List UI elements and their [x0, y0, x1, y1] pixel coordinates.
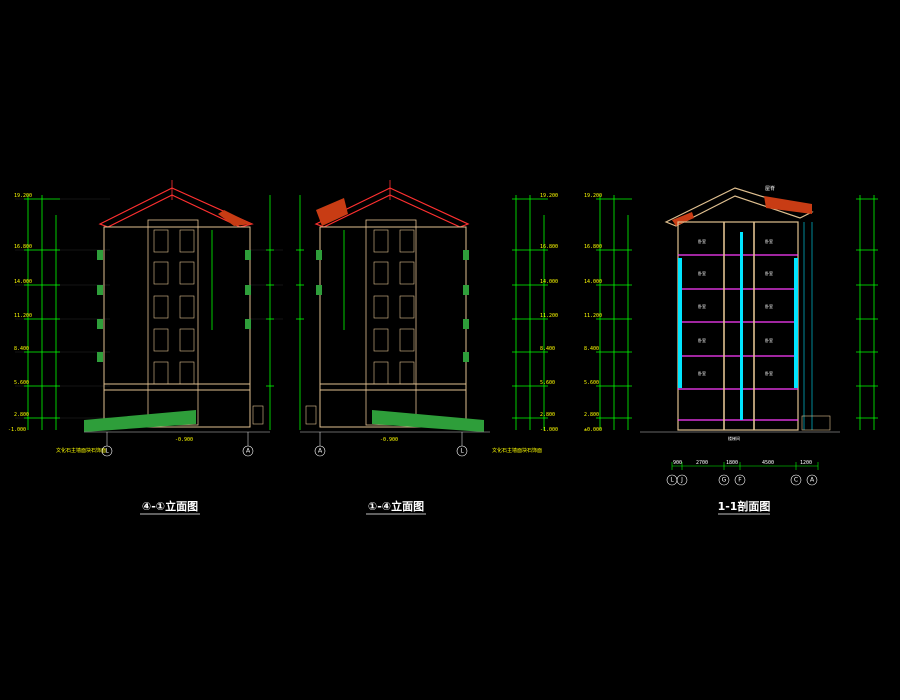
roof-tiles-middle: [316, 198, 348, 226]
elevation-middle: -0.900 文化石主墙面块石饰面 A L 19.200 16.800 14.0…: [296, 180, 558, 515]
svg-text:-1.000: -1.000: [8, 427, 26, 433]
svg-text:卧室: 卧室: [698, 270, 706, 276]
dimension-chain-middle: [299, 195, 545, 430]
svg-text:4500: 4500: [762, 460, 774, 466]
side-panels-left: [97, 250, 251, 362]
svg-text:卧室: 卧室: [765, 238, 773, 244]
svg-text:16.800: 16.800: [14, 244, 32, 250]
floor-slabs: [678, 254, 798, 421]
base-green-middle: [372, 410, 484, 432]
svg-text:楼梯间: 楼梯间: [728, 435, 740, 441]
svg-text:卧室: 卧室: [698, 238, 706, 244]
svg-text:G: G: [722, 477, 727, 484]
svg-text:C: C: [794, 477, 798, 484]
axis-bubble-A-right: [806, 474, 818, 486]
ridge-label: 屋脊: [765, 185, 775, 192]
svg-text:A: A: [318, 448, 323, 455]
svg-text:19.200: 19.200: [14, 193, 32, 199]
svg-text:A: A: [810, 477, 815, 484]
axis-bubble-J-right: [676, 474, 688, 486]
svg-text:900: 900: [673, 460, 682, 466]
svg-text:卧室: 卧室: [765, 337, 773, 343]
svg-text:5.600: 5.600: [584, 380, 599, 386]
dimension-ticks-middle: [296, 198, 548, 419]
svg-text:2.800: 2.800: [584, 412, 599, 418]
svg-text:卧室: 卧室: [765, 370, 773, 376]
svg-text:1800: 1800: [726, 460, 738, 466]
roof-tiles-right: [764, 196, 812, 214]
svg-text:卧室: 卧室: [698, 337, 706, 343]
svg-text:19.200: 19.200: [584, 193, 602, 199]
axis-bubbles-left: L A: [101, 432, 254, 457]
axis-bubble-C-right: [790, 474, 802, 486]
svg-text:8.400: 8.400: [584, 346, 599, 352]
dimension-ticks-right: [596, 198, 878, 419]
ground-level-left: -0.900: [175, 437, 193, 443]
svg-text:16.800: 16.800: [584, 244, 602, 250]
ground-level-middle: -0.900: [380, 437, 398, 443]
axis-bubble-G-right: [718, 474, 730, 486]
axis-bubble-F-right: [734, 474, 746, 486]
svg-text:L: L: [460, 448, 464, 455]
level-labels-left: 19.200 16.800 14.000 11.200 8.400 5.600 …: [8, 193, 32, 433]
axis-bubble-A-middle: [314, 445, 326, 457]
title-right: 1-1剖面图: [718, 499, 771, 513]
svg-text:8.400: 8.400: [540, 346, 555, 352]
svg-text:2.800: 2.800: [540, 412, 555, 418]
svg-text:2700: 2700: [696, 460, 708, 466]
svg-text:A: A: [246, 448, 251, 455]
svg-text:F: F: [738, 477, 742, 484]
axis-bubbles-middle: A L: [314, 432, 468, 457]
svg-text:卧室: 卧室: [698, 370, 706, 376]
title-left: ④-①立面图: [142, 499, 198, 513]
window-column-left: [153, 229, 195, 385]
cyan-columns: [678, 232, 798, 420]
room-labels: 卧室 卧室 卧室 卧室 卧室 卧室 卧室 卧室 卧室 卧室 楼梯间: [698, 238, 773, 441]
dimension-ticks-left: [24, 198, 274, 419]
svg-text:卧室: 卧室: [765, 270, 773, 276]
side-panels-middle: [316, 250, 469, 362]
svg-text:卧室: 卧室: [765, 303, 773, 309]
roof-tiles-left: [218, 210, 252, 226]
stair-right: [803, 222, 813, 430]
svg-text:±0.000: ±0.000: [584, 427, 602, 433]
svg-text:14.000: 14.000: [14, 279, 32, 285]
bay-dimension-text: 900 2700 1800 4500 1200: [673, 460, 812, 466]
level-labels-middle: 19.200 16.800 14.000 11.200 8.400 5.600 …: [540, 193, 558, 433]
section-right: 屋脊 卧室 卧室: [584, 185, 878, 515]
svg-text:14.000: 14.000: [584, 279, 602, 285]
dimension-chain-left: [27, 195, 271, 430]
svg-text:14.000: 14.000: [540, 279, 558, 285]
section-walls: [723, 222, 755, 430]
svg-text:11.200: 11.200: [540, 313, 558, 319]
dimension-chain-right: [599, 195, 875, 430]
base-green-left: [84, 410, 196, 432]
svg-text:-1.000: -1.000: [540, 427, 558, 433]
svg-text:11.200: 11.200: [14, 313, 32, 319]
note-right: 文化石主墙面块石饰面: [492, 447, 542, 454]
svg-text:8.400: 8.400: [14, 346, 29, 352]
note-left: 文化石主墙面块石饰面: [56, 447, 106, 454]
elevation-left: -0.900 文化石主墙面块石饰面 L A 19.200 16.800 14.0…: [8, 180, 283, 515]
svg-text:卧室: 卧室: [698, 303, 706, 309]
svg-text:11.200: 11.200: [584, 313, 602, 319]
svg-text:19.200: 19.200: [540, 193, 558, 199]
axis-bubbles-right: L J G F C A: [666, 474, 818, 486]
svg-text:5.600: 5.600: [540, 380, 555, 386]
svg-text:J: J: [680, 477, 683, 484]
level-labels-right: 19.200 16.800 14.000 11.200 8.400 5.600 …: [584, 193, 602, 433]
axis-bubble-L-left: [101, 445, 113, 457]
svg-text:L: L: [105, 448, 109, 455]
axis-bubble-A-left: [242, 445, 254, 457]
svg-text:16.800: 16.800: [540, 244, 558, 250]
svg-text:2.800: 2.800: [14, 412, 29, 418]
svg-text:5.600: 5.600: [14, 380, 29, 386]
axis-bubble-L-middle: [456, 445, 468, 457]
bay-dimension-line: [671, 462, 819, 470]
svg-text:1200: 1200: [800, 460, 812, 466]
svg-text:L: L: [670, 477, 674, 484]
title-middle: ①-④立面图: [368, 499, 424, 513]
